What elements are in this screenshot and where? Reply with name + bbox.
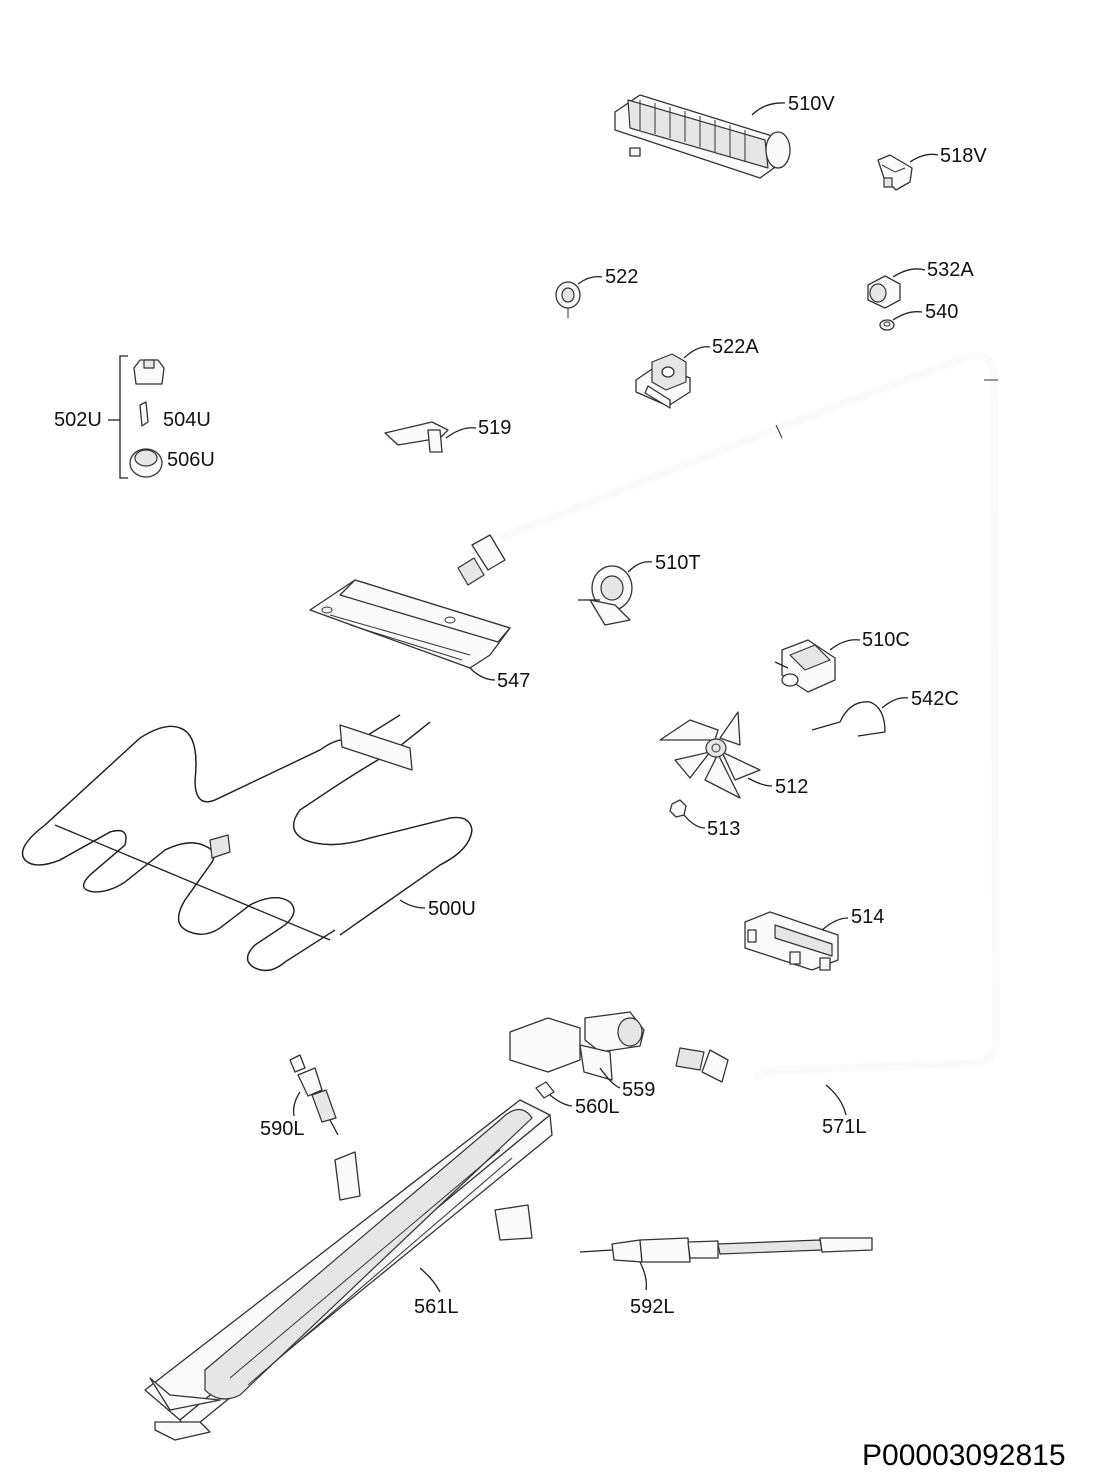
part-571L-gas-pipe: [457, 351, 1001, 1083]
leader-561L: [419, 1267, 441, 1293]
leader-540: [892, 311, 923, 321]
label-512: 512: [775, 776, 808, 798]
leader-542C: [881, 697, 909, 709]
leader-510V: [751, 102, 786, 116]
label-559: 559: [622, 1079, 655, 1101]
leader-500U: [399, 899, 426, 909]
label-518V: 518V: [940, 145, 987, 167]
leader-547: [469, 667, 496, 681]
label-513: 513: [707, 818, 740, 840]
group-bracket-502U: [119, 355, 128, 479]
label-540: 540: [925, 301, 958, 323]
leader-513: [683, 814, 706, 829]
drawing-code: P00003092815: [862, 1439, 1066, 1472]
part-561L-oven-burner: [144, 1099, 553, 1441]
label-504U: 504U: [163, 409, 211, 431]
part-510C-convection-motor: [774, 639, 836, 693]
label-519: 519: [478, 417, 511, 439]
part-506U-knob-base: [129, 448, 163, 478]
leader-512: [747, 777, 773, 787]
part-590L-thermocouple: [289, 1054, 339, 1136]
leader-510C: [829, 639, 861, 651]
part-513-nut: [669, 799, 687, 818]
leader-518V: [909, 153, 939, 163]
label-502U: 502U: [54, 409, 102, 431]
label-510C: 510C: [862, 629, 910, 651]
part-559-gas-valve: [509, 1011, 645, 1081]
label-506U: 506U: [167, 449, 215, 471]
label-560L: 560L: [575, 1096, 620, 1118]
part-518V-bracket: [877, 154, 913, 191]
part-540-seal: [879, 319, 895, 331]
label-522: 522: [605, 266, 638, 288]
leader-592L: [639, 1261, 648, 1291]
part-560L-injector: [535, 1081, 555, 1099]
part-522A-lamp-assembly: [635, 353, 691, 409]
label-522A: 522A: [712, 336, 759, 358]
leader-514: [821, 917, 849, 931]
leader-571L: [825, 1084, 847, 1116]
leader-590L: [292, 1091, 301, 1117]
leader-532A: [892, 268, 926, 278]
part-510T-turnspit-motor: [578, 565, 633, 626]
label-592L: 592L: [630, 1296, 675, 1318]
label-514: 514: [851, 906, 884, 928]
part-519-bracket: [384, 421, 449, 453]
leader-519: [445, 427, 477, 439]
part-532A-lamp-holder: [867, 275, 901, 309]
part-592L-thermocouple-probe: [579, 1237, 873, 1263]
part-522-clip: [555, 281, 581, 318]
label-532A: 532A: [927, 259, 974, 281]
part-510V-tangential-fan: [614, 94, 791, 179]
label-561L: 561L: [414, 1296, 459, 1318]
part-542C-spring-clip: [811, 701, 886, 737]
leader-522A: [683, 346, 711, 359]
label-510V: 510V: [788, 93, 835, 115]
leader-510T: [627, 561, 653, 573]
leader-522: [577, 276, 603, 285]
label-542C: 542C: [911, 688, 959, 710]
part-514-ignition-module: [744, 911, 839, 971]
label-590L: 590L: [260, 1118, 305, 1140]
part-502U-thermostat-knob: [133, 359, 165, 385]
label-500U: 500U: [428, 898, 476, 920]
part-512-fan-impeller: [659, 711, 761, 799]
part-547-cover-bracket: [309, 579, 511, 669]
leader-559: [599, 1067, 621, 1089]
label-547: 547: [497, 670, 530, 692]
part-504U-spindle: [139, 401, 149, 427]
part-500U-grill-heating-element: [21, 714, 473, 972]
label-571L: 571L: [822, 1116, 867, 1138]
label-510T: 510T: [655, 552, 701, 574]
leader-560L: [549, 1094, 573, 1107]
